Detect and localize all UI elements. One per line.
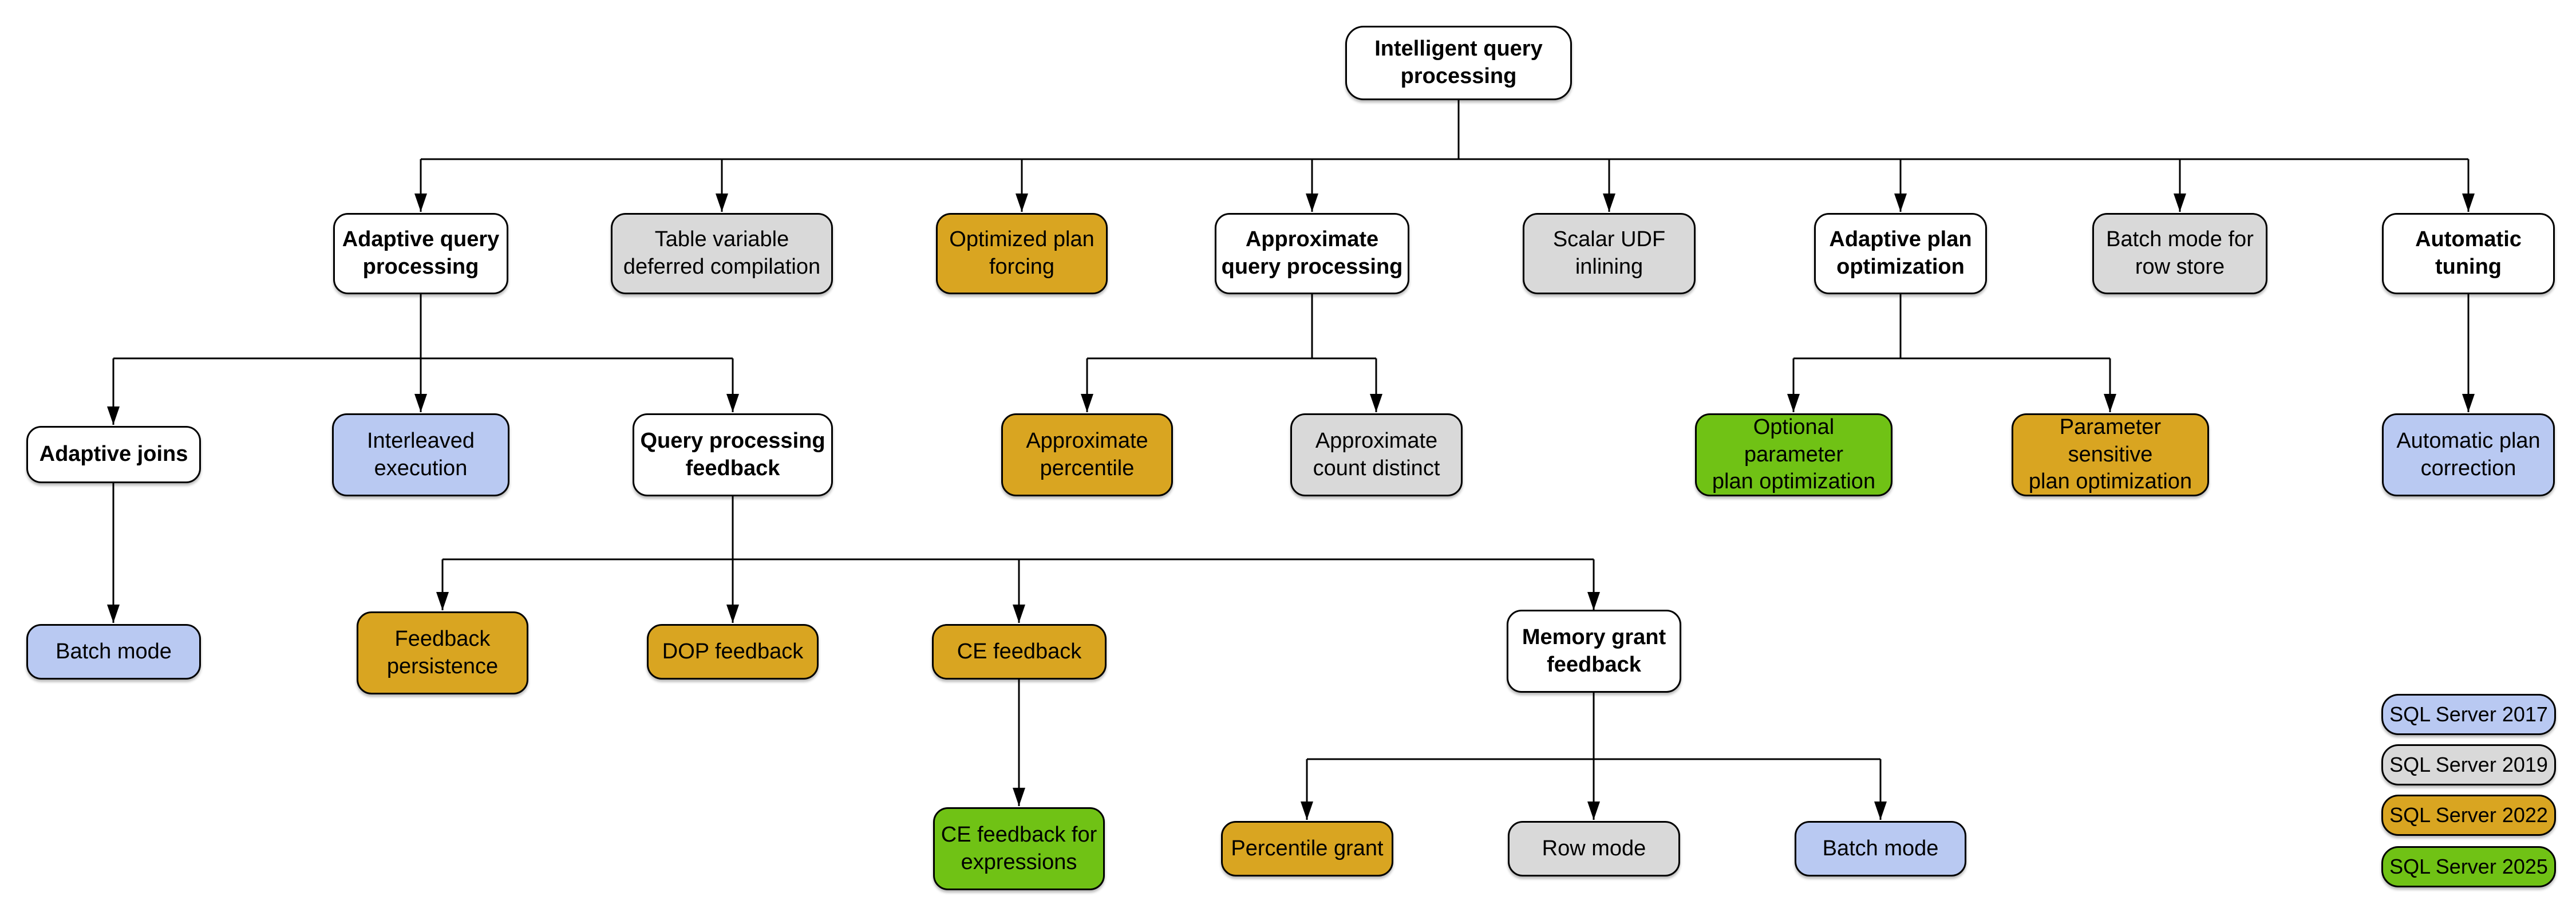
node-batch-mode-memory-grant: Batch mode xyxy=(1795,821,1966,876)
node-automatic-tuning: Automatic tuning xyxy=(2382,213,2555,294)
node-table-variable-deferred-compilation: Table variable deferred compilation xyxy=(611,213,833,294)
node-scalar-udf-inlining: Scalar UDF inlining xyxy=(1523,213,1696,294)
node-ce-feedback: CE feedback xyxy=(932,624,1107,680)
legend-sql-server-2022: SQL Server 2022 xyxy=(2381,795,2556,836)
node-adaptive-joins: Adaptive joins xyxy=(26,426,201,483)
node-percentile-grant: Percentile grant xyxy=(1221,821,1393,876)
node-adaptive-plan-optimization: Adaptive plan optimization xyxy=(1814,213,1987,294)
node-approximate-count-distinct: Approximate count distinct xyxy=(1290,413,1463,496)
node-row-mode: Row mode xyxy=(1508,821,1680,876)
node-dop-feedback: DOP feedback xyxy=(647,624,819,680)
legend-sql-server-2019: SQL Server 2019 xyxy=(2381,744,2556,785)
node-ce-feedback-for-expressions: CE feedback for expressions xyxy=(933,807,1105,890)
node-automatic-plan-correction: Automatic plan correction xyxy=(2382,413,2555,496)
node-feedback-persistence: Feedback persistence xyxy=(357,611,528,694)
legend-sql-server-2017: SQL Server 2017 xyxy=(2381,694,2556,735)
node-optimized-plan-forcing: Optimized plan forcing xyxy=(936,213,1108,294)
node-interleaved-execution: Interleaved execution xyxy=(332,413,509,496)
node-approximate-percentile: Approximate percentile xyxy=(1001,413,1173,496)
node-intelligent-query-processing: Intelligent query processing xyxy=(1345,26,1572,100)
node-batch-mode-for-row-store: Batch mode for row store xyxy=(2092,213,2267,294)
node-adaptive-query-processing: Adaptive query processing xyxy=(333,213,508,294)
node-query-processing-feedback: Query processing feedback xyxy=(633,413,833,496)
node-optional-parameter-plan-optimization: Optional parameter plan optimization xyxy=(1695,413,1893,496)
node-batch-mode-adaptive-joins: Batch mode xyxy=(26,624,201,680)
node-memory-grant-feedback: Memory grant feedback xyxy=(1507,610,1681,693)
node-parameter-sensitive-plan-optimization: Parameter sensitive plan optimization xyxy=(2012,413,2209,496)
node-approximate-query-processing: Approximate query processing xyxy=(1215,213,1409,294)
legend-sql-server-2025: SQL Server 2025 xyxy=(2381,846,2556,887)
